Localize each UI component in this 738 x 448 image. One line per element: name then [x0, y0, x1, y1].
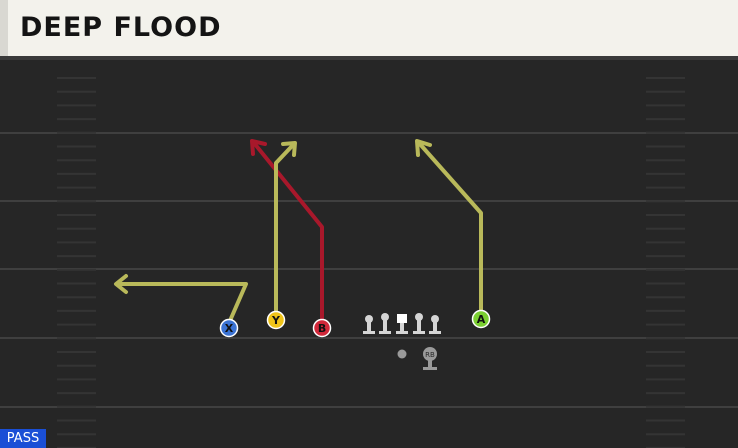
- player-b[interactable]: B: [312, 318, 332, 338]
- player-y[interactable]: Y: [266, 310, 286, 330]
- play-field: RB X Y B A: [0, 60, 738, 448]
- play-title-bar: DEEP FLOOD: [0, 0, 738, 60]
- halfback-label: RB: [425, 351, 435, 359]
- hash-marks-left: [57, 77, 96, 448]
- route-a: [417, 141, 483, 315]
- lineman-icon: [379, 313, 391, 334]
- play-title: DEEP FLOOD: [20, 12, 222, 43]
- play-diagram: RB X Y B A: [0, 77, 738, 448]
- center-icon: [396, 314, 408, 334]
- halfback-icon: RB: [423, 347, 437, 370]
- player-b-label: B: [318, 322, 326, 335]
- route-y: [274, 143, 295, 315]
- player-a[interactable]: A: [471, 309, 491, 329]
- player-y-label: Y: [271, 314, 281, 327]
- quarterback-dot-icon: [397, 349, 407, 359]
- lineman-icon: [413, 313, 425, 334]
- lineman-icon: [363, 315, 375, 334]
- title-accent: [0, 0, 8, 56]
- route-a-arrowhead: [415, 139, 432, 157]
- play-type-badge: PASS: [0, 429, 46, 448]
- offensive-line: [363, 313, 441, 334]
- route-x: [115, 282, 248, 325]
- route-b: [252, 141, 324, 325]
- player-x[interactable]: X: [219, 318, 239, 338]
- yard-lines: [0, 132, 738, 408]
- player-a-label: A: [477, 313, 486, 326]
- route-x-arrowhead: [114, 274, 128, 294]
- player-x-label: X: [225, 322, 234, 335]
- lineman-icon: [429, 315, 441, 334]
- route-b-arrowhead: [250, 139, 267, 156]
- hash-marks-right: [646, 77, 685, 448]
- route-y-arrowhead: [281, 141, 297, 157]
